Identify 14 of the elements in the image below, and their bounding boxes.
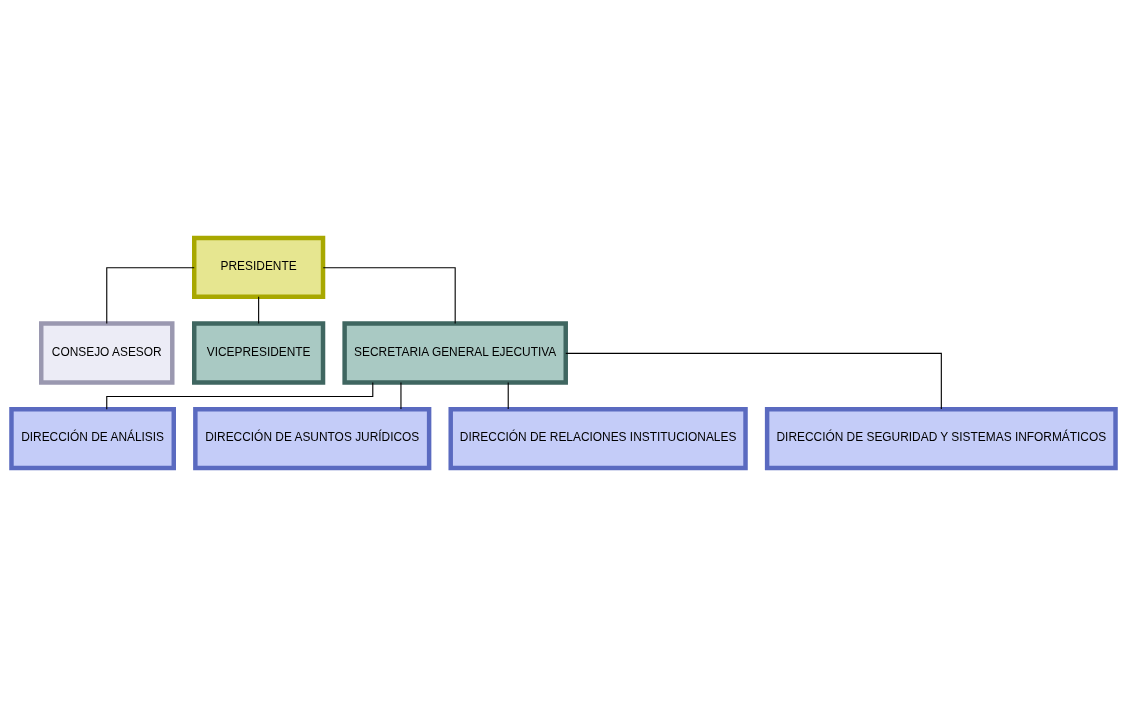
node-box: VICEPRESIDENTE [192, 321, 326, 385]
node-box: DIRECCIÓN DE RELACIONES INSTITUCIONALES [448, 406, 748, 471]
node-box: PRESIDENTE [192, 235, 326, 300]
node-box: DIRECCIÓN DE SEGURIDAD Y SISTEMAS INFORMÁTICOS [764, 406, 1118, 471]
node-box: CONSEJO ASESOR [39, 321, 175, 385]
node-box: SECRETARIA GENERAL EJECUTIVA [342, 321, 568, 385]
node-box: DIRECCIÓN DE ASUNTOS JURÍDICOS [193, 406, 432, 471]
connector [322, 267, 456, 324]
node-box: DIRECCIÓN DE ANÁLISIS [9, 406, 176, 471]
connector [106, 267, 195, 324]
connector [565, 352, 942, 410]
connector [507, 381, 509, 410]
connector [258, 296, 260, 325]
connector [400, 381, 402, 410]
